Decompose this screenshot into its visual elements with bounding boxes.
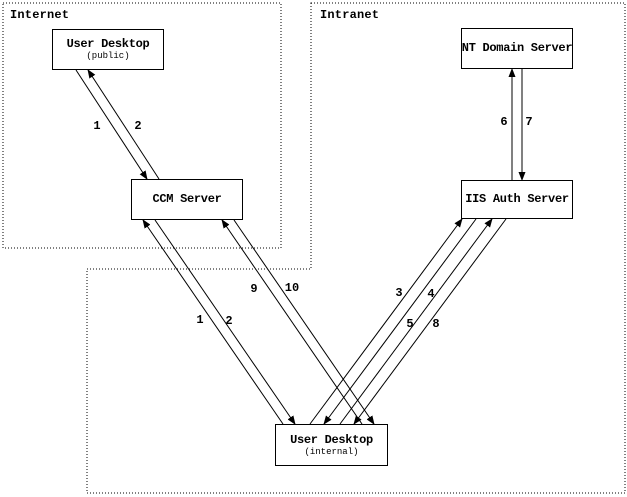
zone-label-internet: Internet: [10, 8, 70, 22]
edge-label-1-internal-to-ccm: 1: [196, 313, 204, 327]
zone-internet-border: [2, 2, 282, 249]
edge-label-2-ccm-to-public: 2: [134, 119, 142, 133]
node-user-desktop-internal: User Desktop(internal): [275, 424, 388, 466]
edge-line-2-ccm-to-internal: [154, 219, 296, 425]
edge-line-1-internal-to-ccm: [142, 219, 284, 425]
edge-label-5-internal-to-iis: 5: [406, 317, 414, 331]
node-title-user-desktop-public: User Desktop: [66, 37, 150, 51]
node-subtitle-user-desktop-public: (public): [86, 51, 130, 61]
node-title-user-desktop-internal: User Desktop: [290, 432, 373, 447]
edge-line-8-iis-to-internal: [353, 218, 507, 425]
edge-arrows-group: [75, 68, 526, 425]
node-title-ccm-server: CCM Server: [152, 192, 222, 206]
node-iis-auth-server: IIS Auth Server: [461, 180, 573, 219]
edge-label-2-ccm-to-internal: 2: [225, 314, 233, 328]
edge-label-3-internal-to-iis: 3: [395, 286, 403, 300]
edge-label-8-iis-to-internal: 8: [432, 317, 440, 331]
edge-line-1-public-to-ccm: [75, 69, 148, 180]
edge-label-10-ccm-to-internal: 10: [284, 281, 300, 295]
node-title-iis-auth-server: IIS Auth Server: [465, 192, 569, 206]
edge-label-6-iis-to-nt: 6: [500, 115, 508, 129]
node-ccm-server: CCM Server: [131, 179, 243, 220]
edge-label-9-internal-to-ccm: 9: [250, 282, 258, 296]
node-subtitle-user-desktop-internal: (internal): [304, 446, 359, 457]
edge-line-3-internal-to-iis: [309, 218, 463, 425]
zone-intranet-border: [86, 2, 626, 494]
edge-label-7-nt-to-iis: 7: [525, 115, 533, 129]
node-title-nt-domain-server: NT Domain Server: [461, 41, 573, 55]
edge-line-9-internal-to-ccm: [221, 219, 363, 425]
edge-label-1-public-to-ccm: 1: [93, 119, 101, 133]
edge-line-5-internal-to-iis: [339, 218, 493, 425]
edge-line-2-ccm-to-public: [87, 69, 160, 180]
zone-label-intranet: Intranet: [320, 8, 380, 22]
node-user-desktop-public: User Desktop(public): [52, 29, 164, 70]
edge-line-4-iis-to-internal: [323, 218, 477, 425]
edge-line-10-ccm-to-internal: [233, 219, 375, 425]
node-nt-domain-server: NT Domain Server: [461, 28, 573, 69]
edge-label-4-iis-to-internal: 4: [427, 287, 435, 301]
